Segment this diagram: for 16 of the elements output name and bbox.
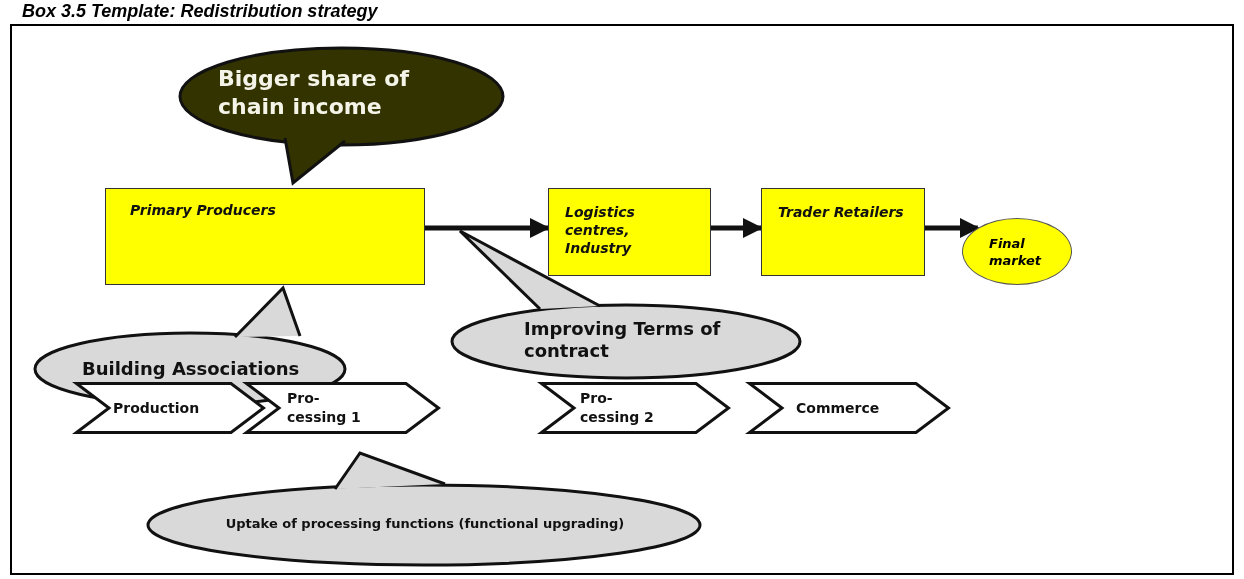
step-label: Commerce [796,398,880,418]
callout-text: Improving Terms of contract [524,318,722,362]
arrow [925,218,980,238]
step-label: Production [113,398,200,418]
process-ellipse: Final market [962,218,1072,285]
process-box: Logistics centres, Industry [548,188,711,276]
step-label: Pro- cessing 2 [580,389,655,427]
step-label: Pro- cessing 1 [287,389,362,427]
process-box: Trader Retailers [761,188,925,276]
callout-text: Building Associations [82,358,300,380]
arrow [425,218,550,238]
figure-title: Box 3.5 Template: Redistribution strategy [22,0,378,22]
callout-text: Bigger share of chain income [218,65,411,121]
callout-text: Uptake of processing functions (functional upgrading) [225,515,625,533]
process-box: Primary Producers [105,188,425,285]
arrow [711,218,763,238]
